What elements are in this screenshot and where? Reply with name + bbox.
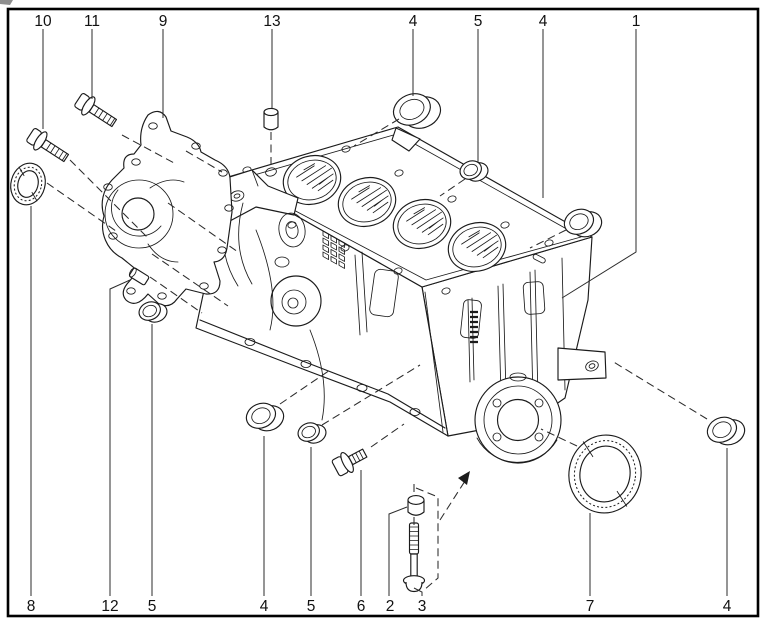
callout-label-10: 10: [34, 13, 52, 30]
callout-label-4-bottom-left: 4: [260, 598, 269, 615]
callout-labels-top: 10 11 9 13 4 5 4 1: [34, 13, 640, 30]
scan-artifact: [0, 0, 13, 5]
dowel-pin-drawing-13: [263, 107, 279, 131]
callout-label-5-bottom-left: 5: [148, 598, 157, 615]
callout-labels-bottom: 8 12 5 4 5 6 2 3 7 4: [27, 598, 732, 615]
callout-label-13: 13: [263, 13, 280, 30]
rail-holes: [244, 338, 421, 416]
seal-ring-drawing-8: [10, 162, 46, 206]
callout-label-3: 3: [418, 598, 427, 615]
leader-lines: [30, 29, 728, 596]
assembly-arrow: [458, 471, 470, 485]
callout-label-7: 7: [586, 598, 595, 615]
callout-label-11: 11: [84, 13, 100, 30]
bolt-drawing-10: [26, 128, 70, 163]
bolt-drawing-6: [331, 448, 368, 477]
callout-label-5-top: 5: [474, 13, 483, 30]
callout-label-4-top-right: 4: [539, 13, 548, 30]
callout-label-4-bottom-right: 4: [723, 598, 732, 615]
cylinder-block-drawing: [195, 126, 607, 464]
gallery-grid: [322, 230, 345, 269]
leader-line-bottom-2: [388, 506, 408, 596]
seal-ring-drawing-7: [568, 434, 642, 514]
callout-label-6: 6: [357, 598, 366, 615]
projection-lines: [46, 118, 708, 591]
hatch-bar: [470, 310, 478, 344]
callout-label-8: 8: [27, 598, 36, 615]
bolt-drawing-11: [74, 93, 118, 128]
flange-bolt-holes: [492, 398, 544, 442]
leader-line-bottom-3: [413, 587, 423, 596]
leader-line-top-1: [561, 29, 637, 299]
callout-label-2: 2: [386, 598, 395, 615]
callout-label-12: 12: [101, 598, 118, 615]
sleeve-drawing-2: [407, 495, 425, 516]
callout-label-1: 1: [632, 13, 641, 30]
callout-label-5-bottom-mid: 5: [307, 598, 316, 615]
leader-line-bottom-12: [109, 279, 131, 596]
callout-label-4-top-left: 4: [409, 13, 418, 30]
dowel-pin-drawing-12: [128, 267, 150, 286]
figure-border: [6, 7, 760, 618]
stud-bolt-drawing-3: [402, 522, 426, 593]
callout-label-9: 9: [159, 13, 168, 30]
